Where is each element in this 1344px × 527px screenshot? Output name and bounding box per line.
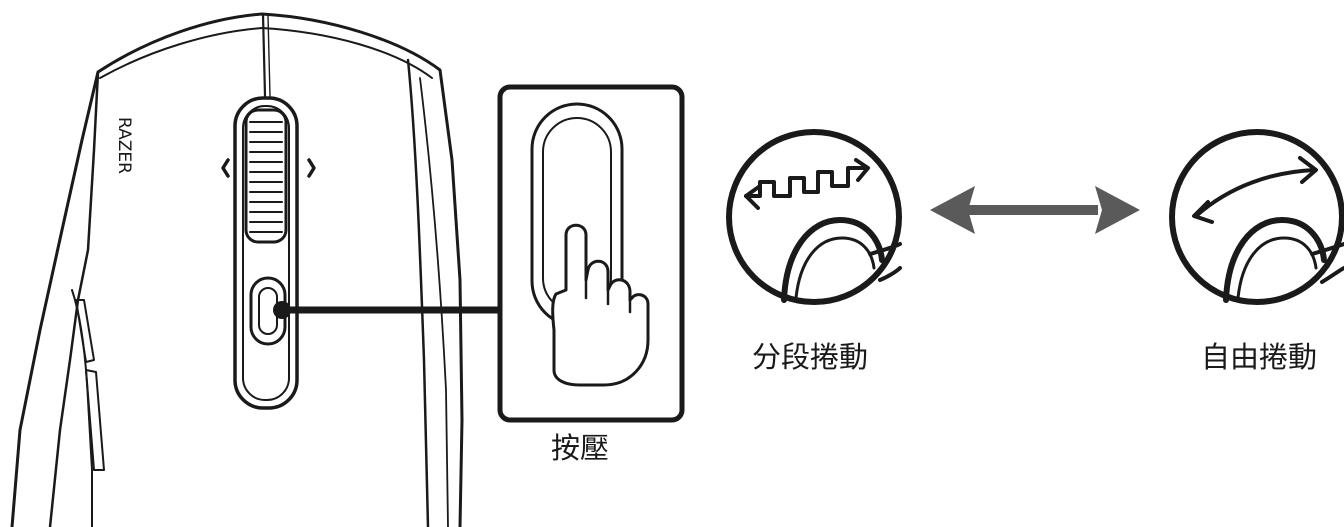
tactile-scroll-label: 分段捲動 [752, 340, 869, 374]
free-scroll-icon [1169, 129, 1344, 305]
notched-arrow-icon [744, 166, 868, 198]
tilt-right-chevron-icon [307, 158, 316, 178]
toggle-double-arrow-icon [930, 186, 1140, 234]
razer-logo: RAZER [114, 117, 134, 174]
tilt-left-chevron-icon [221, 158, 230, 178]
mouse-right-contour-inner [419, 77, 449, 527]
free-scroll-label: 自由捲動 [1201, 340, 1318, 374]
tactile-scroll-icon [726, 129, 902, 305]
mouse-right-contour [406, 58, 430, 527]
mouse-top-shell-line [99, 27, 433, 79]
mouse-body-outline [10, 12, 464, 527]
free-wheel-icon [1223, 217, 1327, 303]
button-split-line [261, 12, 267, 98]
side-button-front [75, 299, 95, 363]
mouse-illustration [10, 12, 464, 527]
press-label: 按壓 [551, 431, 610, 465]
smooth-arc-arrow-icon [1194, 168, 1316, 218]
tactile-wheel-icon [781, 217, 885, 303]
press-callout-box [497, 84, 685, 423]
side-button-rear [85, 369, 105, 471]
pressing-hand-icon [551, 223, 650, 387]
scroll-wheel-housing [233, 96, 299, 410]
scroll-wheel-ridges [249, 121, 283, 233]
